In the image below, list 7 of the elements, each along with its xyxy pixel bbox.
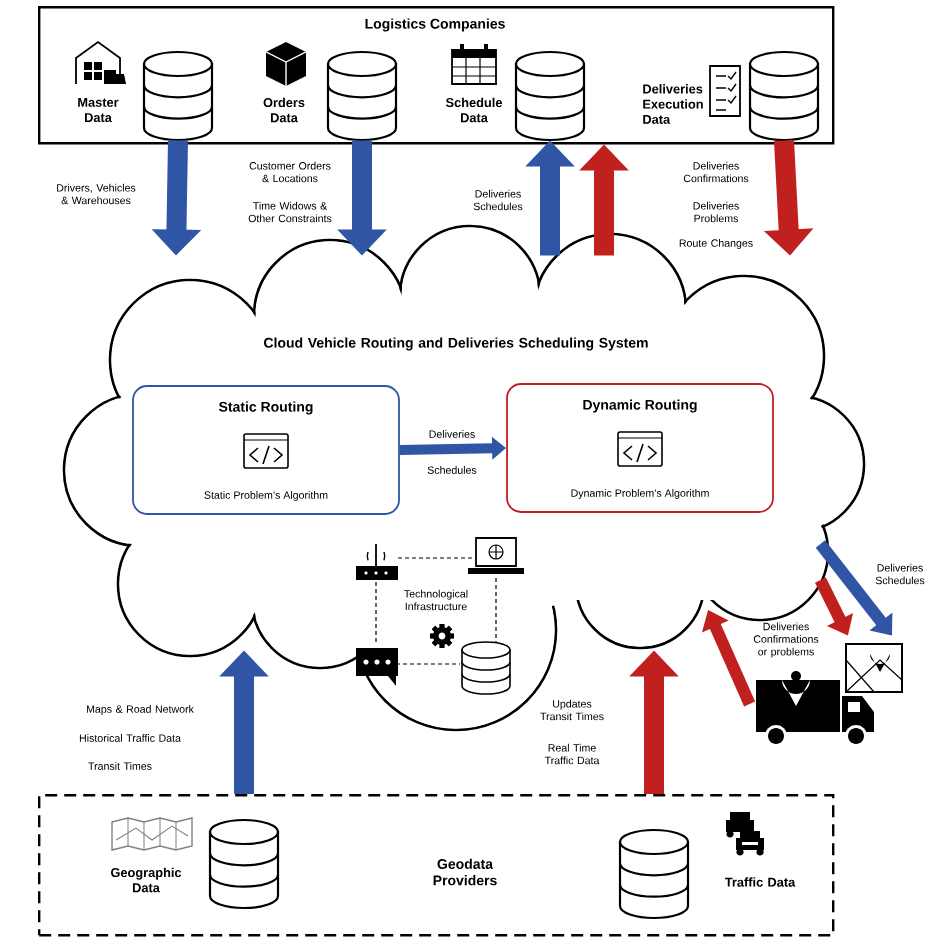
truck-drawing [756,643,903,747]
database-cylinder [618,828,690,920]
database-cylinder [326,50,398,142]
database-cylinder [208,818,280,910]
database-cylinder [514,50,586,142]
database-cylinder [142,50,214,142]
database-cylinder [748,50,820,142]
